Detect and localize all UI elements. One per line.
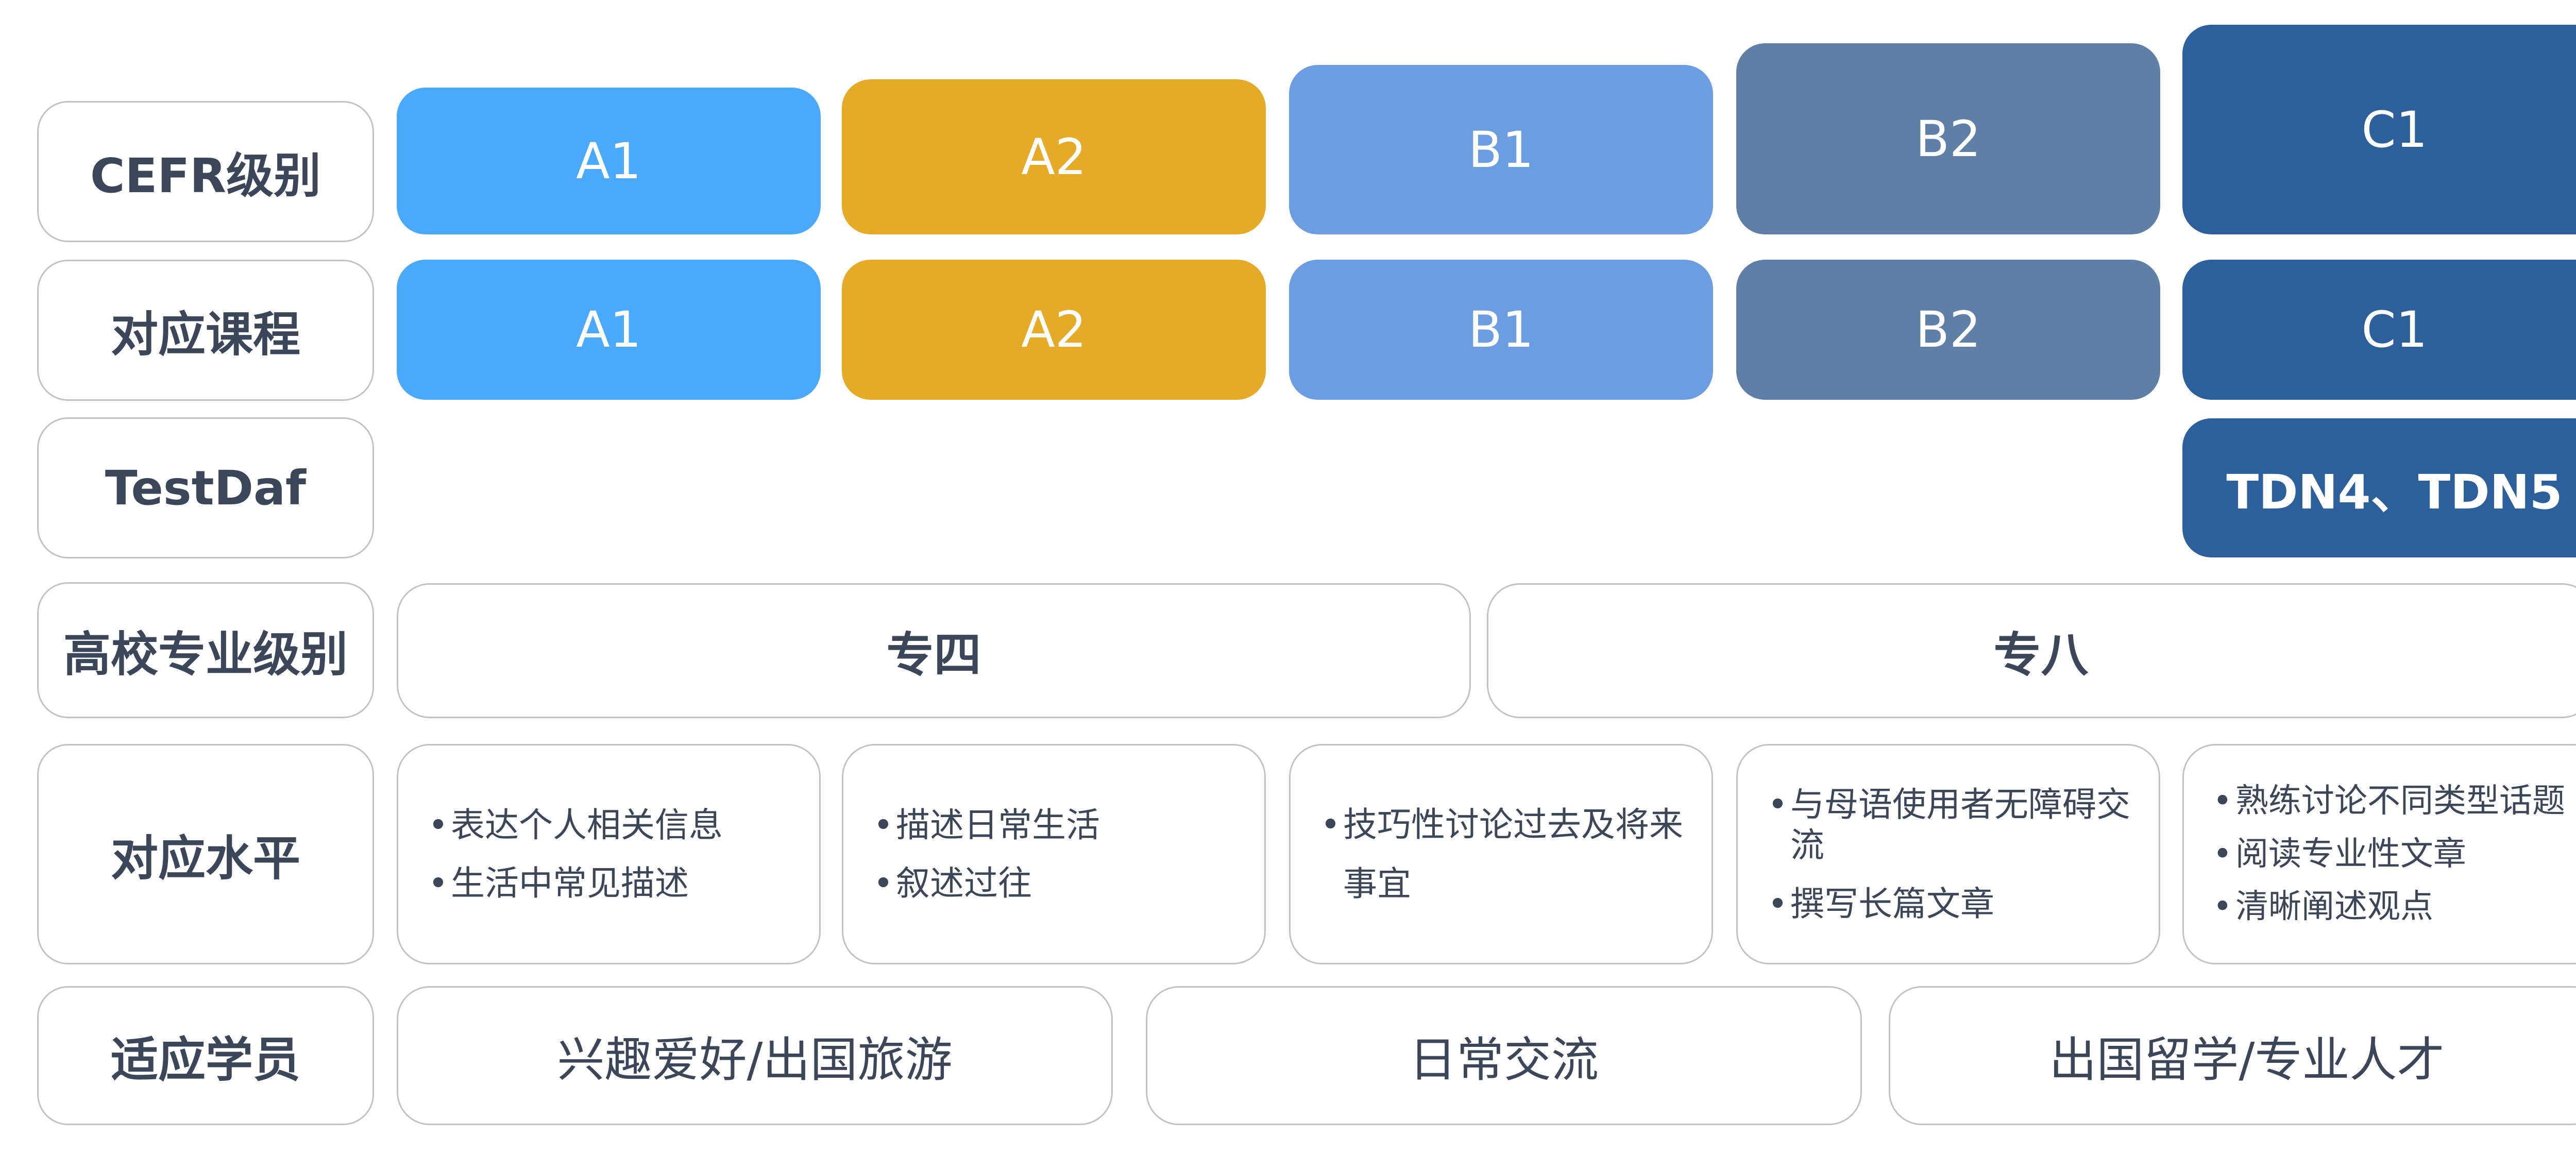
students-interest-travel: 兴趣爱好/出国旅游: [397, 986, 1113, 1125]
proficiency-b2: 与母语使用者无障碍交流 撰写长篇文章: [1736, 744, 2160, 964]
proficiency-a2: 描述日常生活 叙述过往: [842, 744, 1266, 964]
proficiency-b1-list: 技巧性讨论过去及将来事宜: [1320, 795, 1691, 914]
university-level-tem8: 专八: [1487, 583, 2576, 718]
course-c1: C1: [2182, 260, 2576, 400]
row-label-university: 高校专业级别: [37, 582, 374, 718]
proficiency-b1: 技巧性讨论过去及将来事宜: [1289, 744, 1713, 964]
course-b1: B1: [1289, 260, 1713, 400]
proficiency-a1: 表达个人相关信息 生活中常见描述: [397, 744, 821, 964]
students-study-abroad: 出国留学/专业人才: [1889, 986, 2576, 1125]
proficiency-c1-list: 熟练讨论不同类型话题 阅读专业性文章 清晰阐述观点: [2213, 782, 2565, 927]
course-b2: B2: [1736, 260, 2160, 400]
proficiency-c1: 熟练讨论不同类型话题 阅读专业性文章 清晰阐述观点: [2182, 744, 2576, 964]
cefr-level-a2: A2: [842, 79, 1266, 234]
list-item: 与母语使用者无障碍交流: [1768, 784, 2138, 866]
course-a1: A1: [397, 260, 821, 400]
list-item: 撰写长篇文章: [1768, 884, 2138, 924]
cefr-level-a1: A1: [397, 88, 821, 234]
row-label-students: 适应学员: [37, 986, 374, 1125]
row-label-level: 对应水平: [37, 744, 374, 964]
list-item: 清晰阐述观点: [2213, 887, 2565, 927]
row-label-cefr: CEFR级别: [37, 101, 374, 242]
testdaf-level: TDN4、TDN5: [2182, 418, 2576, 557]
list-item: 表达个人相关信息: [428, 805, 723, 845]
proficiency-a2-list: 描述日常生活 叙述过往: [873, 805, 1100, 904]
row-label-course: 对应课程: [37, 260, 374, 401]
list-item: 描述日常生活: [873, 805, 1100, 845]
list-item: 生活中常见描述: [428, 863, 723, 904]
list-item: 叙述过往: [873, 863, 1100, 904]
cefr-level-b2: B2: [1736, 43, 2160, 234]
list-item: 阅读专业性文章: [2213, 835, 2565, 874]
course-a2: A2: [842, 260, 1266, 400]
list-item: 技巧性讨论过去及将来事宜: [1320, 795, 1691, 914]
row-label-testdaf: TestDaf: [37, 417, 374, 558]
proficiency-a1-list: 表达个人相关信息 生活中常见描述: [428, 805, 723, 904]
cefr-level-b1: B1: [1289, 65, 1713, 234]
list-item: 熟练讨论不同类型话题: [2213, 782, 2565, 821]
university-level-tem4: 专四: [397, 583, 1471, 718]
cefr-level-c1: C1: [2182, 25, 2576, 234]
proficiency-b2-list: 与母语使用者无障碍交流 撰写长篇文章: [1768, 784, 2138, 924]
students-daily-communication: 日常交流: [1146, 986, 1862, 1125]
